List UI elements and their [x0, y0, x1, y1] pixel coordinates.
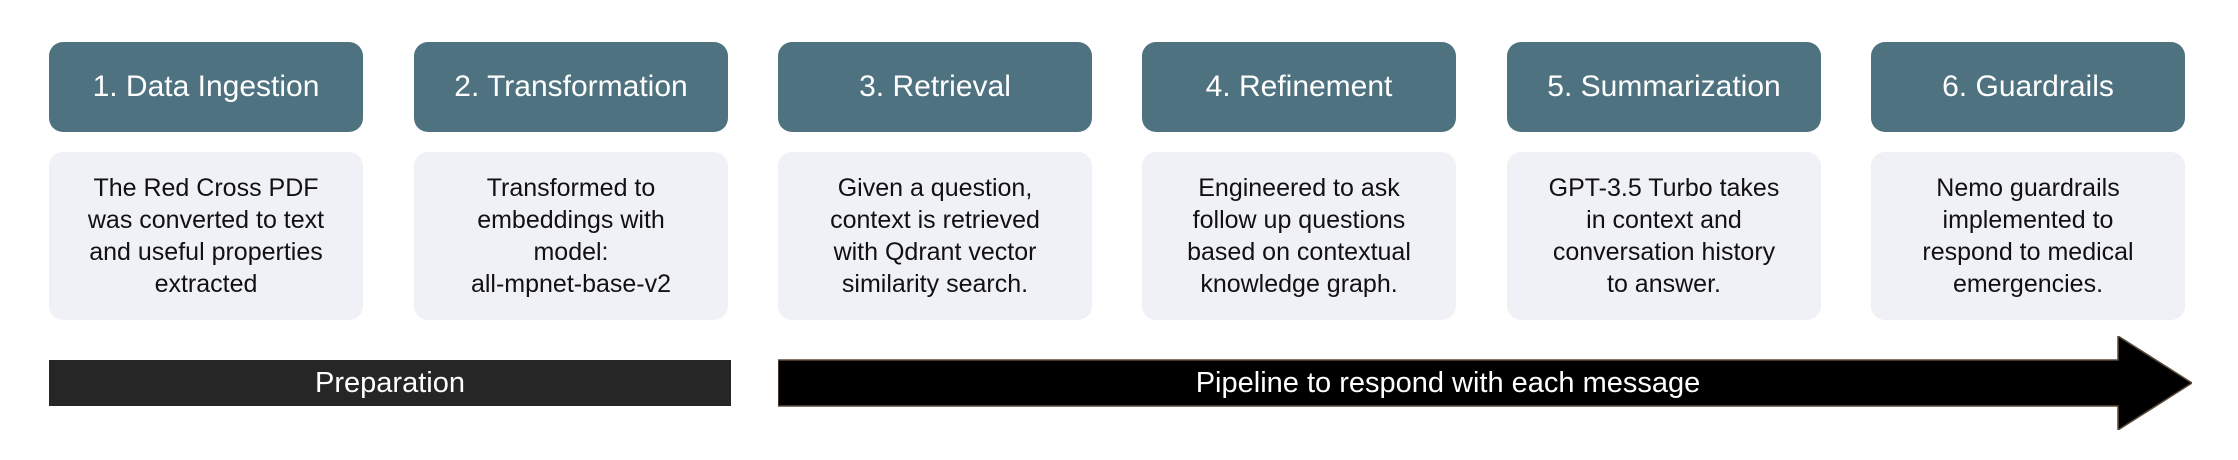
step-title: 5. Summarization — [1507, 42, 1821, 132]
step-6: 6. Guardrails Nemo guardrails implemente… — [1871, 42, 2185, 320]
step-description: GPT-3.5 Turbo takes in context and conve… — [1507, 152, 1821, 320]
step-1: 1. Data Ingestion The Red Cross PDF was … — [49, 42, 363, 320]
step-4: 4. Refinement Engineered to ask follow u… — [1142, 42, 1456, 320]
step-title: 4. Refinement — [1142, 42, 1456, 132]
step-3: 3. Retrieval Given a question, context i… — [778, 42, 1092, 320]
pipeline-arrow: Pipeline to respond with each message — [778, 336, 2192, 430]
step-title: 6. Guardrails — [1871, 42, 2185, 132]
step-5: 5. Summarization GPT-3.5 Turbo takes in … — [1507, 42, 1821, 320]
step-title: 3. Retrieval — [778, 42, 1092, 132]
step-description: The Red Cross PDF was converted to text … — [49, 152, 363, 320]
step-title: 1. Data Ingestion — [49, 42, 363, 132]
step-2: 2. Transformation Transformed to embeddi… — [414, 42, 728, 320]
step-description: Engineered to ask follow up questions ba… — [1142, 152, 1456, 320]
arrow-shape — [778, 336, 2192, 430]
step-description: Transformed to embeddings with model: al… — [414, 152, 728, 320]
step-description: Given a question, context is retrieved w… — [778, 152, 1092, 320]
step-title: 2. Transformation — [414, 42, 728, 132]
preparation-bar: Preparation — [49, 360, 731, 406]
pipeline-label: Pipeline to respond with each message — [1195, 366, 1701, 399]
step-description: Nemo guardrails implemented to respond t… — [1871, 152, 2185, 320]
